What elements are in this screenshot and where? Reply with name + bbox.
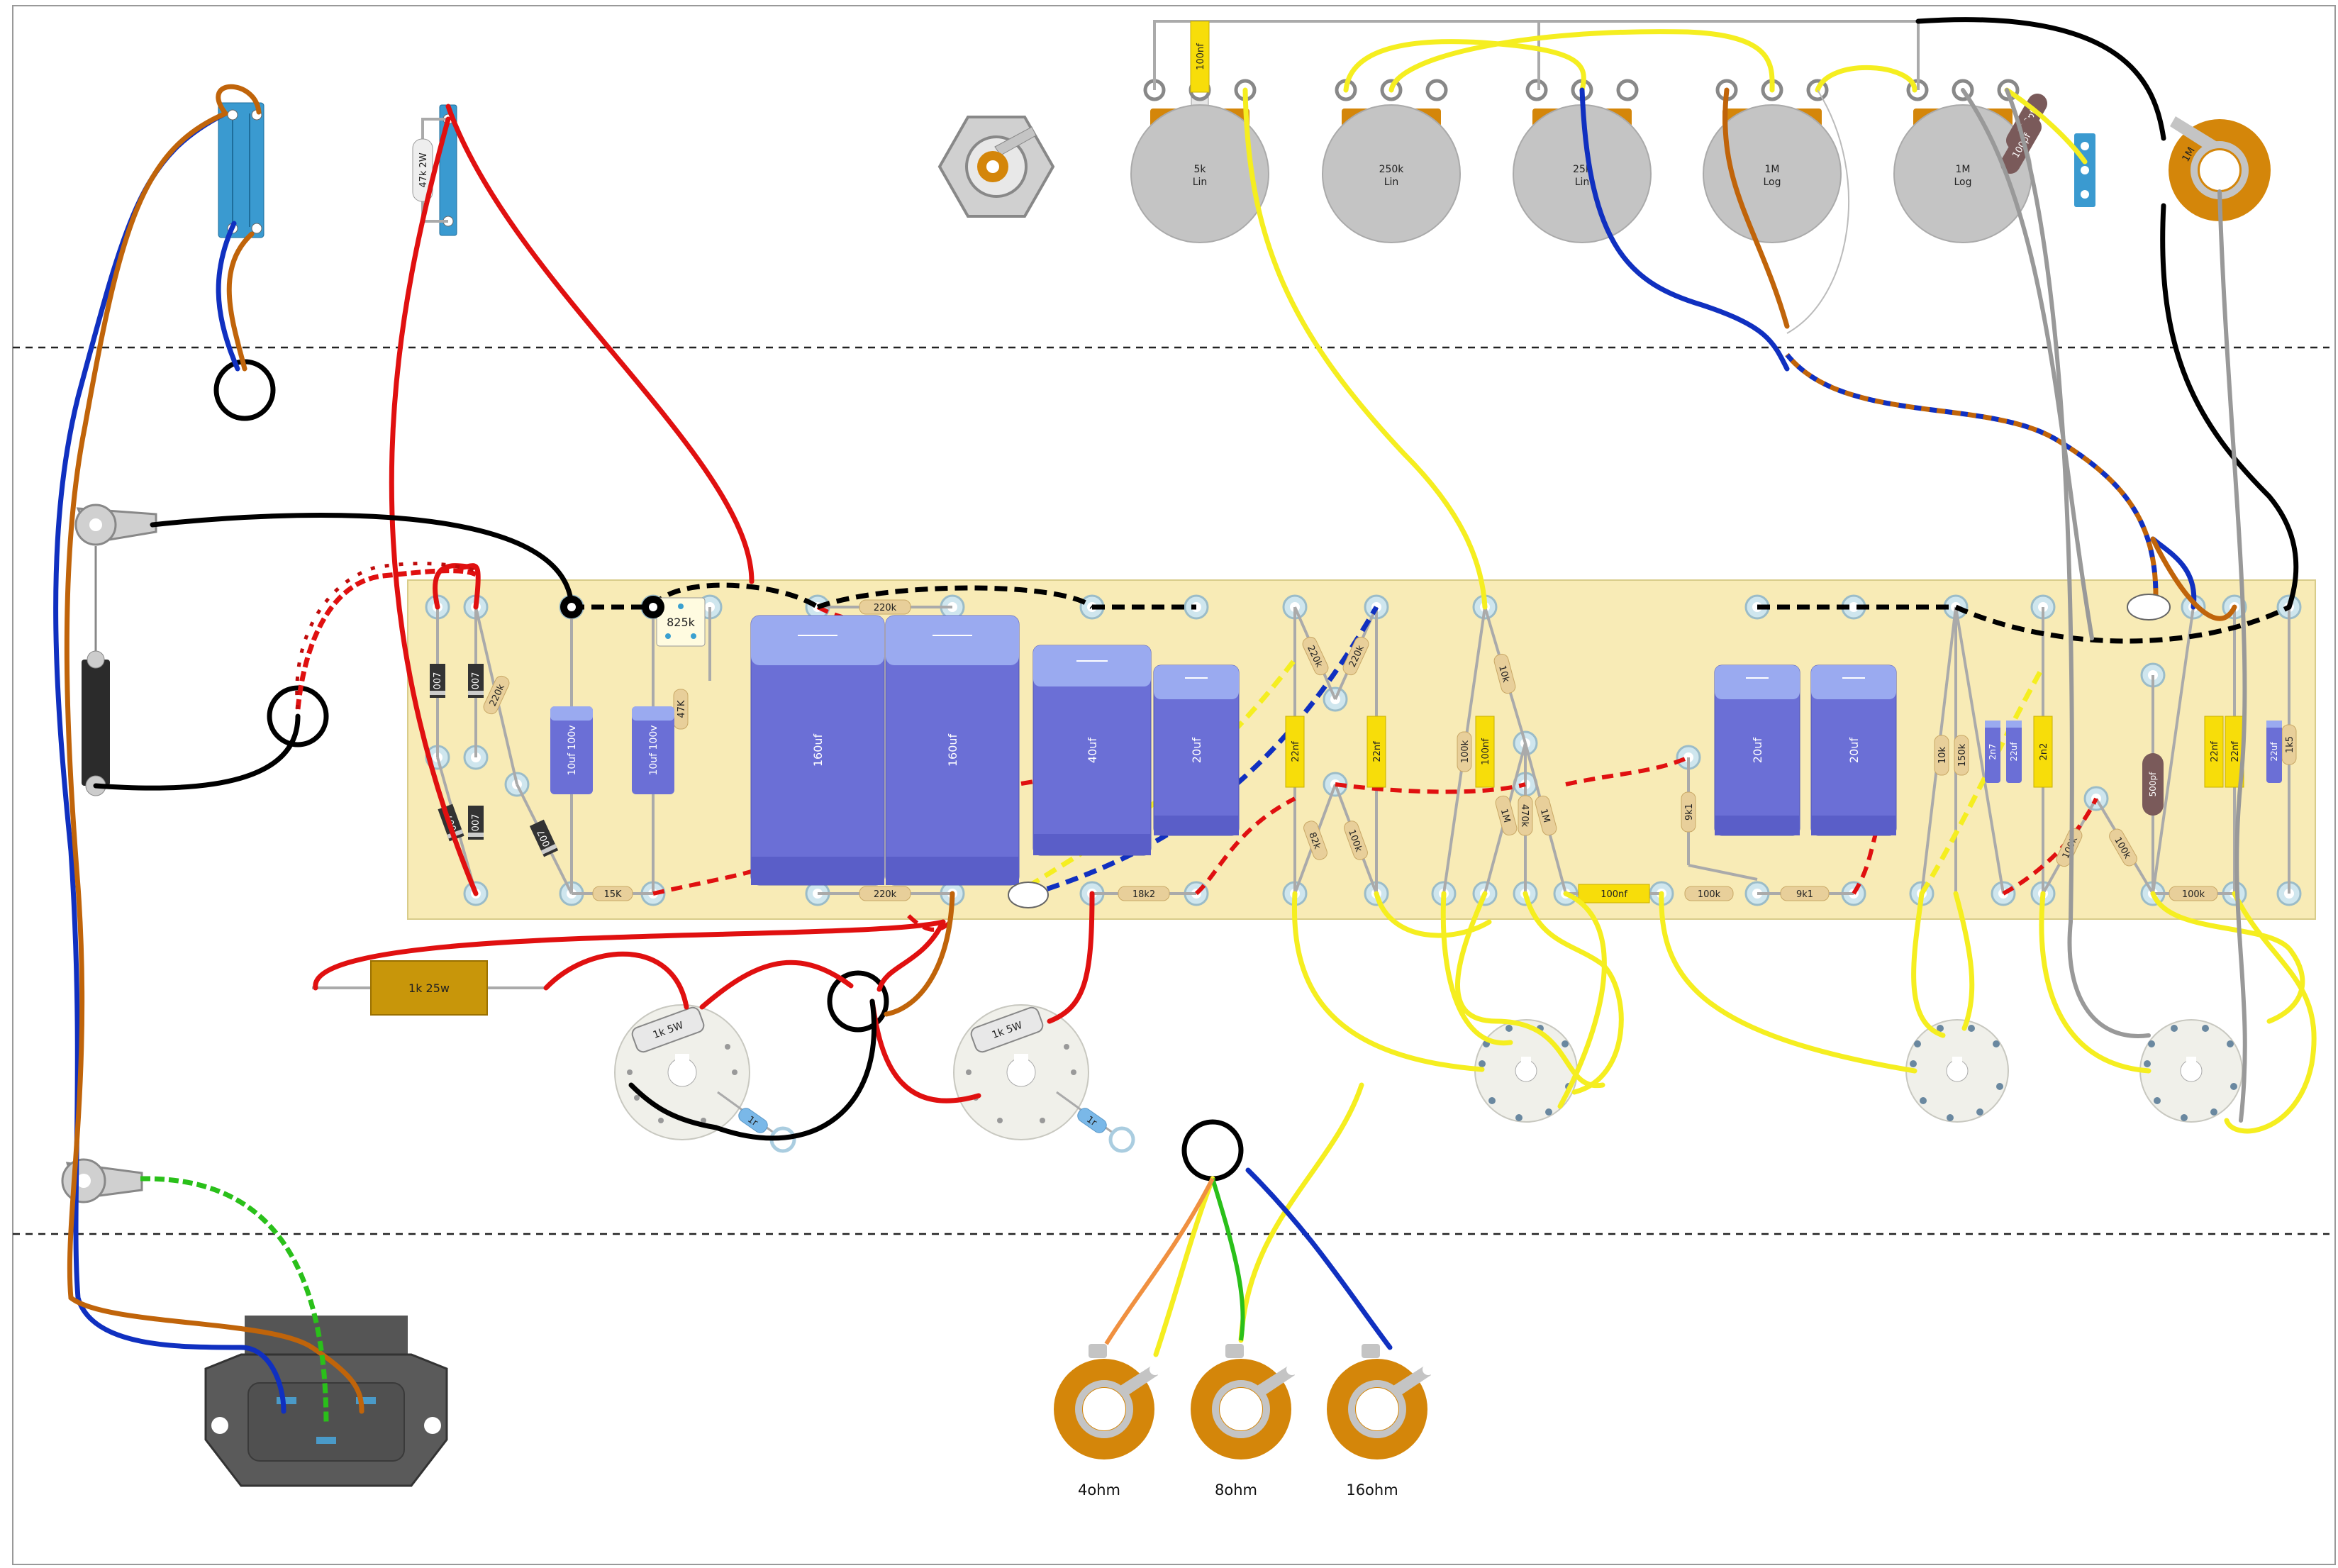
svg-text:1k 25w: 1k 25w bbox=[408, 982, 450, 995]
svg-text:100nf: 100nf bbox=[1196, 43, 1206, 70]
wire-orange-speaker bbox=[1104, 1177, 1215, 1345]
resistor-47k-2w: 47k 2W bbox=[418, 152, 429, 187]
twisted-blue-brown-pair bbox=[1785, 352, 2159, 596]
resistor-150k: 150k bbox=[1957, 743, 1968, 767]
svg-text:Log: Log bbox=[1954, 177, 1971, 188]
tag-strip-fuse bbox=[218, 102, 265, 238]
wires-blue bbox=[53, 87, 2197, 1414]
diode-label: 007 bbox=[471, 672, 481, 690]
resistor-470k: 470k bbox=[1519, 804, 1530, 828]
speaker-jack-4ohm bbox=[1054, 1344, 1161, 1459]
resistor-18k2: 18k2 bbox=[1132, 889, 1155, 900]
yellow-dashed-wire bbox=[1027, 657, 1297, 889]
film-caps: 22nf 22nf 100nf 100nf 2n2 22nf 22nf bbox=[1285, 716, 2244, 903]
svg-text:Log: Log bbox=[1763, 177, 1781, 188]
resistor-9k1-h: 9k1 bbox=[1796, 889, 1813, 900]
pot-ground-bus bbox=[1153, 20, 1920, 90]
diode-label: 007 bbox=[471, 814, 481, 832]
trimmer-825k: 825k bbox=[656, 597, 706, 647]
cap-10uf-2: 10uf 100v bbox=[648, 725, 659, 775]
resistor-1k5: 1k5 bbox=[2285, 736, 2295, 753]
resistor-10k: 10k bbox=[1496, 665, 1511, 684]
speaker-label-4ohm: 4ohm bbox=[1078, 1481, 1120, 1499]
blue-dashed-wire bbox=[1027, 606, 1379, 898]
cap-20uf-1: 20uf bbox=[1190, 738, 1203, 764]
cap-100nf-v: 100nf bbox=[1481, 738, 1491, 765]
tag-strip-pot bbox=[2074, 133, 2095, 207]
speaker-label-16ohm: 16ohm bbox=[1346, 1481, 1398, 1499]
svg-text:1M: 1M bbox=[1765, 164, 1780, 175]
cap-20uf-2: 20uf bbox=[1751, 738, 1764, 764]
input-jack bbox=[937, 116, 1055, 218]
grommet-2 bbox=[267, 685, 329, 747]
pot-250k: 250k Lin bbox=[1322, 79, 1461, 243]
wire-thin-grey bbox=[1786, 89, 1850, 334]
black-dashed-wires bbox=[572, 582, 2290, 644]
cap-22nf-a: 22nf bbox=[1291, 741, 1301, 762]
resistor-47k: 47K bbox=[677, 700, 687, 718]
trimmer-label: 825k bbox=[667, 616, 696, 629]
wires-black bbox=[93, 17, 2299, 1141]
svg-text:250k: 250k bbox=[1379, 164, 1405, 175]
cap-22nf-b: 22nf bbox=[1372, 741, 1383, 762]
cap-500pf: 500pf bbox=[2148, 772, 2158, 797]
mini-caps: 2n7 22uf 500pf 22uf bbox=[1985, 721, 2282, 816]
svg-text:Lin: Lin bbox=[1384, 177, 1399, 188]
svg-text:1M: 1M bbox=[1956, 164, 1971, 175]
wires-grey bbox=[1961, 88, 2247, 1123]
wire-green-ground bbox=[140, 1176, 329, 1426]
diode-label: 007 bbox=[433, 672, 443, 690]
pot-1m-a: 1M Log bbox=[1703, 79, 1842, 243]
insulator-1 bbox=[1008, 882, 1049, 908]
resistor-9k1-vert: 9k1 bbox=[1684, 804, 1695, 821]
small-caps: 10uf 100v 10uf 100v bbox=[550, 706, 674, 794]
resistor-1m-a: 1M bbox=[1498, 808, 1513, 824]
grommet-3 bbox=[827, 970, 889, 1033]
wires-brown bbox=[64, 84, 2237, 1414]
cap-40uf: 40uf bbox=[1086, 738, 1099, 764]
resistor-1m-b: 1M bbox=[1538, 808, 1552, 824]
cap-160uf-2: 160uf bbox=[946, 733, 959, 767]
cap-100nf-pot: 100nf bbox=[1190, 21, 1210, 93]
cap-22nf-d: 22nf bbox=[2230, 741, 2241, 762]
cap-10uf-1: 10uf 100v bbox=[567, 725, 578, 775]
cap-160uf-1: 160uf bbox=[811, 733, 825, 767]
cap-20uf-3: 20uf bbox=[1847, 738, 1861, 764]
svg-text:5k: 5k bbox=[1193, 164, 1206, 175]
power-tube-socket-2: 1k 5W 1r bbox=[953, 1004, 1135, 1153]
resistor-100k-vert: 100k bbox=[1460, 740, 1471, 763]
big-caps: 160uf 160uf 40uf 20uf 20uf 20uf bbox=[750, 615, 1897, 886]
power-tube-socket-1: 1k 5W 1r bbox=[614, 1004, 796, 1153]
cap-100nf-h: 100nf bbox=[1601, 889, 1627, 900]
speaker-label-8ohm: 8ohm bbox=[1215, 1481, 1257, 1499]
pots: 5k Lin 250k Lin 25k Lin 1M bbox=[1130, 79, 2032, 243]
svg-text:Lin: Lin bbox=[1193, 177, 1208, 188]
wires-red bbox=[313, 104, 1095, 1103]
cap-2n7: 2n7 bbox=[1988, 744, 1998, 760]
cap-2n2: 2n2 bbox=[2039, 743, 2049, 761]
resistor-1k-25w: 1k 25w bbox=[312, 960, 546, 1016]
insulator-2 bbox=[2127, 594, 2171, 621]
speaker-jack-8ohm bbox=[1191, 1344, 1298, 1459]
resistor-10k-b: 10k bbox=[1937, 746, 1948, 764]
pot-1m-b: 1M Log bbox=[1893, 79, 2032, 243]
resistor-220k-bottom: 220k bbox=[874, 889, 897, 900]
cap-22nf-c: 22nf bbox=[2210, 741, 2220, 762]
svg-text:Lin: Lin bbox=[1575, 177, 1590, 188]
wires-yellow bbox=[1153, 29, 2317, 1357]
resistor-100k-h1: 100k bbox=[1698, 889, 1721, 900]
ground-lug-1 bbox=[74, 504, 157, 546]
resistor-220k-top: 220k bbox=[874, 603, 897, 613]
cap-22uf-a: 22uf bbox=[2009, 742, 2019, 762]
resistor-100k-h2: 100k bbox=[2182, 889, 2205, 900]
wire-green-speaker bbox=[1210, 1178, 1245, 1341]
twisted-red-pair bbox=[295, 568, 477, 710]
resistor-15k: 15K bbox=[603, 889, 622, 900]
speaker-jack-16ohm bbox=[1327, 1344, 1434, 1459]
cap-22uf-b: 22uf bbox=[2269, 742, 2279, 762]
yellow-dashed-wire-2 bbox=[1920, 665, 2046, 895]
pot-5k: 5k Lin bbox=[1130, 79, 1269, 243]
